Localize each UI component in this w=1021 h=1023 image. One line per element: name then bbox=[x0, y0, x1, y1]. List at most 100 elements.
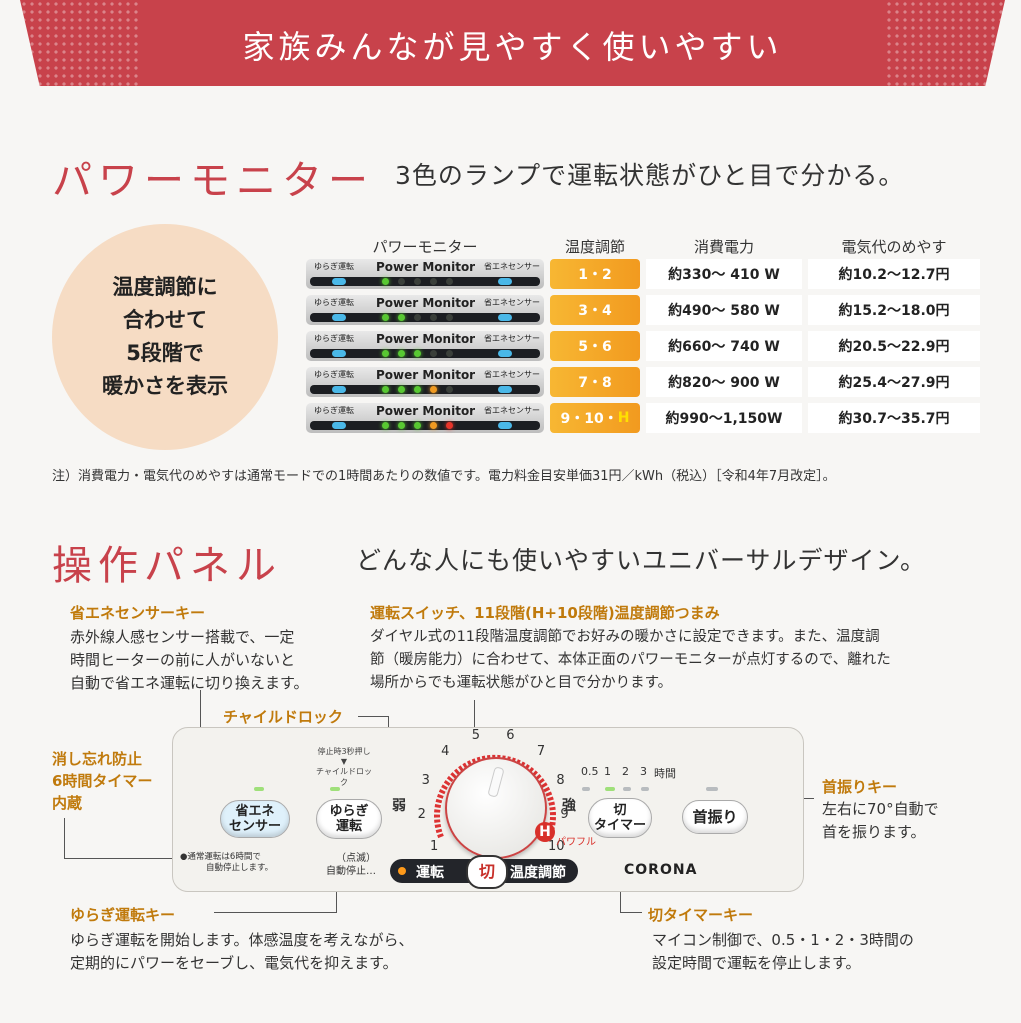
timer-indicator-lamp bbox=[623, 787, 631, 791]
monitor-led bbox=[446, 422, 453, 429]
timer-indicator-lamp bbox=[641, 787, 649, 791]
temp-setting-text: 9・10・ bbox=[560, 411, 618, 427]
monitor-led bbox=[414, 314, 421, 321]
yuragi-body-line: 定期的にパワーをセーブし、電気代を抑えます。 bbox=[70, 954, 398, 972]
monitor-led bbox=[414, 422, 421, 429]
dial-number: 7 bbox=[536, 744, 546, 760]
timer-label: 3 bbox=[640, 765, 647, 778]
leader-line bbox=[64, 818, 65, 858]
monitor-led bbox=[398, 386, 405, 393]
monitor-led bbox=[430, 422, 437, 429]
monitor-led bbox=[382, 278, 389, 285]
yuragi-button[interactable]: ゆらぎ運転 bbox=[316, 799, 382, 839]
monitor-center-label: Power Monitor bbox=[376, 368, 476, 382]
temp-setting-text: 5・6 bbox=[578, 339, 612, 355]
timer6-line: 6時間タイマー bbox=[52, 772, 153, 790]
child-small-text: ▼ bbox=[340, 757, 348, 766]
monitor-bar bbox=[310, 277, 540, 286]
off-switch-button[interactable]: 切 bbox=[466, 855, 508, 889]
monitor-left-label: ゆらぎ運転 bbox=[314, 298, 354, 307]
monitor-right-label: 省エネセンサー bbox=[484, 370, 540, 379]
electricity-cost-cell: 約15.2〜18.0円 bbox=[808, 295, 980, 325]
swing-callout-body: 左右に70°自動で 首を振ります。 bbox=[822, 798, 939, 844]
circle-line-2: 合わせて bbox=[123, 308, 207, 332]
dial-number: 1 bbox=[430, 839, 439, 855]
weak-label: 弱 bbox=[392, 798, 406, 814]
temp-setting-text: 1・2 bbox=[578, 267, 612, 283]
monitor-led bbox=[446, 350, 453, 357]
electricity-cost-cell: 約30.7〜35.7円 bbox=[808, 403, 980, 433]
header-cost: 電気代のめやす bbox=[841, 238, 947, 256]
high-h-label: H bbox=[535, 822, 555, 842]
power-consumption-cell: 約330〜 410 W bbox=[646, 259, 802, 289]
monitor-led bbox=[398, 278, 405, 285]
control-panel-heading: 操作パネル bbox=[52, 543, 282, 589]
power-consumption-cell: 約660〜 740 W bbox=[646, 331, 802, 361]
blink-line: 自動停止… bbox=[326, 866, 376, 877]
dial-number: 9 bbox=[560, 807, 569, 823]
eco-sensor-button[interactable]: 省エネセンサー bbox=[220, 800, 290, 838]
monitor-bar bbox=[310, 349, 540, 358]
monitor-right-label: 省エネセンサー bbox=[484, 334, 540, 343]
eco-key-label: センサー bbox=[228, 819, 281, 834]
monitor-blue-lamp bbox=[498, 278, 512, 285]
monitor-blue-lamp bbox=[498, 350, 512, 357]
swing-button[interactable]: 首振り bbox=[682, 800, 748, 834]
timer6-line: 内蔵 bbox=[52, 794, 83, 812]
monitor-blue-lamp bbox=[498, 422, 512, 429]
powerful-label: パワフル bbox=[556, 837, 596, 848]
yuragi-callout-body: ゆらぎ運転を開始します。体感温度を考えながら、 定期的にパワーをセーブし、電気代… bbox=[70, 929, 414, 975]
electricity-cost-cell: 約10.2〜12.7円 bbox=[808, 259, 980, 289]
monitor-led bbox=[430, 386, 437, 393]
electricity-cost-cell: 約20.5〜22.9円 bbox=[808, 331, 980, 361]
eco-sensor-callout-title: 省エネセンサーキー bbox=[70, 604, 206, 622]
timer-label: 時間 bbox=[654, 767, 676, 780]
banner-title: 家族みんなが見やすく使いやすい bbox=[242, 28, 783, 66]
temperature-dial[interactable] bbox=[445, 757, 547, 859]
child-small-text: チャイルドロック bbox=[316, 767, 372, 787]
power-consumption-cell: 約490〜 580 W bbox=[646, 295, 802, 325]
monitor-left-label: ゆらぎ運転 bbox=[314, 334, 354, 343]
strong-label: 強 bbox=[562, 798, 576, 814]
swing-callout-title: 首振りキー bbox=[822, 778, 898, 796]
monitor-left-label: ゆらぎ運転 bbox=[314, 262, 354, 271]
yuragi-indicator-lamp bbox=[330, 787, 340, 791]
monitor-left-label: ゆらぎ運転 bbox=[314, 406, 354, 415]
temp-setting-cell: 5・6 bbox=[550, 331, 640, 361]
power-monitor-subtitle: 3色のランプで運転状態がひと目で分かる。 bbox=[395, 161, 905, 190]
temp-setting-text: 3・4 bbox=[578, 303, 612, 319]
run-label: 運転 bbox=[416, 865, 444, 881]
monitor-bar bbox=[310, 421, 540, 430]
monitor-led bbox=[382, 422, 389, 429]
dial-number: 3 bbox=[421, 772, 430, 788]
monitor-led bbox=[414, 386, 421, 393]
monitor-led bbox=[382, 350, 389, 357]
monitor-right-label: 省エネセンサー bbox=[484, 298, 540, 307]
swing-body-line: 首を振ります。 bbox=[822, 823, 926, 841]
yuragi-body-line: ゆらぎ運転を開始します。体感温度を考えながら、 bbox=[70, 931, 414, 949]
header-temp: 温度調節 bbox=[564, 238, 625, 256]
monitor-led bbox=[446, 386, 453, 393]
power-consumption-cell: 約990〜1,150W bbox=[646, 403, 802, 433]
monitor-led bbox=[398, 350, 405, 357]
auto-stop-note: ●通常運転は6時間で 自動停止します。 bbox=[180, 852, 273, 874]
child-lock-callout-title: チャイルドロック bbox=[223, 708, 343, 726]
temp-setting-cell: 1・2 bbox=[550, 259, 640, 289]
six-hour-timer-callout-title: 消し忘れ防止 6時間タイマー 内蔵 bbox=[52, 748, 152, 814]
monitor-right-label: 省エネセンサー bbox=[484, 262, 540, 271]
blink-note: （点滅） 自動停止… bbox=[326, 852, 376, 878]
monitor-right-label: 省エネセンサー bbox=[484, 406, 540, 415]
timer6-line: 消し忘れ防止 bbox=[52, 750, 143, 768]
off-timer-key-label: タイマー bbox=[593, 818, 646, 833]
off-timer-button[interactable]: 切タイマー bbox=[588, 798, 652, 838]
circle-line-1: 温度調節に bbox=[112, 275, 218, 299]
monitor-bar bbox=[310, 313, 540, 322]
monitor-blue-lamp bbox=[498, 314, 512, 321]
control-panel-subtitle: どんな人にも使いやすいユニバーサルデザイン。 bbox=[356, 546, 927, 575]
monitor-led bbox=[446, 278, 453, 285]
off-timer-callout-title: 切タイマーキー bbox=[648, 906, 754, 924]
child-small-text: 停止時3秒押し bbox=[317, 747, 371, 756]
dial-number: 10 bbox=[547, 839, 565, 855]
monitor-blue-lamp bbox=[332, 314, 346, 321]
